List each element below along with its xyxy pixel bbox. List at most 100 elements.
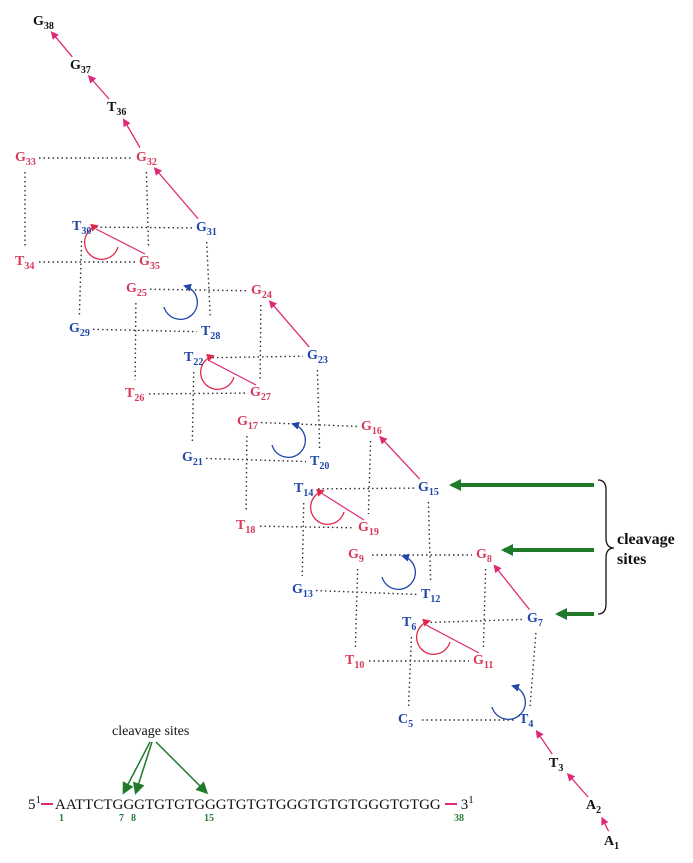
pair-line-g29-t28 xyxy=(92,328,198,333)
nucleotide-g37: G37 xyxy=(70,58,91,76)
three-prime-label: 3 xyxy=(460,797,469,813)
nucleotide-base: G xyxy=(292,582,303,597)
nucleotide-base: T xyxy=(549,756,559,771)
five-prime-mark: 1 xyxy=(35,794,42,806)
nucleotide-base: T xyxy=(107,100,117,115)
position-label-7: 7 xyxy=(119,813,124,824)
nucleotide-t36: T36 xyxy=(107,100,127,118)
nucleotide-g16: G16 xyxy=(361,420,382,437)
nucleotide-g23: G23 xyxy=(307,348,328,366)
nucleotide-g32: G32 xyxy=(136,150,157,168)
nucleotide-t10: T10 xyxy=(345,654,365,671)
nucleotide-number: 20 xyxy=(319,461,330,472)
cleavage-label-line1: cleavage xyxy=(617,531,675,548)
nucleotide-number: 26 xyxy=(134,393,145,404)
nucleotide-number: 3 xyxy=(558,763,564,774)
curl-arrow-g17 xyxy=(271,421,306,458)
pair-line-g8-g11 xyxy=(482,568,487,648)
nucleotide-number: 15 xyxy=(428,487,439,498)
nucleotide-number: 32 xyxy=(146,157,157,168)
nucleotide-number: 37 xyxy=(80,65,91,76)
pair-line-g7-t4 xyxy=(529,632,537,707)
nucleotide-base: G xyxy=(473,653,484,668)
nucleotide-base: G xyxy=(70,58,81,73)
backbone-arrow-g7-g8 xyxy=(493,564,531,611)
nucleotide-number: 18 xyxy=(245,525,256,536)
pair-line-g31-t28 xyxy=(205,241,212,319)
nucleotide-number: 30 xyxy=(81,226,92,237)
nucleotide-base: T xyxy=(421,587,431,602)
backbone-arrow-g31-g32 xyxy=(153,167,199,220)
nucleotide-t3: T3 xyxy=(549,756,564,774)
nucleotide-base: A xyxy=(604,834,615,849)
nucleotide-g21: G21 xyxy=(182,451,203,468)
backbone-arrow-g37-g38 xyxy=(50,31,73,58)
nucleotide-number: 36 xyxy=(116,107,127,118)
nucleotide-number: 14 xyxy=(303,488,314,499)
pair-line-t6-g7 xyxy=(425,618,524,624)
pair-line-t30-g29 xyxy=(78,240,83,316)
position-label-15: 15 xyxy=(204,813,214,824)
nucleotide-number: 4 xyxy=(528,719,534,730)
nucleotide-base: G xyxy=(136,150,147,165)
position-label-1: 1 xyxy=(59,813,64,824)
nucleotide-base: G xyxy=(139,254,150,269)
curl-arrow-g9 xyxy=(381,553,416,590)
nucleotide-t28: T28 xyxy=(201,325,220,342)
nucleotide-number: 13 xyxy=(302,589,313,600)
nucleotide-number: 25 xyxy=(136,288,147,299)
nucleotide-base: T xyxy=(519,712,529,727)
nucleotide-number: 10 xyxy=(354,660,365,671)
nucleotide-number: 7 xyxy=(537,618,543,629)
nucleotide-g35: G35 xyxy=(139,254,160,272)
pair-line-t14-g15 xyxy=(317,487,415,490)
nucleotide-t14: T14 xyxy=(294,481,314,499)
inner-strand-line-g11 xyxy=(425,624,480,654)
nucleotide-g7: G7 xyxy=(527,612,543,629)
position-label-38: 38 xyxy=(454,813,464,824)
nucleotide-number: 2 xyxy=(596,805,602,816)
nucleotide-g24: G24 xyxy=(251,283,272,301)
seq-cleavage-arrow-15 xyxy=(155,741,209,795)
pair-line-g23-t20 xyxy=(316,369,321,449)
nucleotide-t26: T26 xyxy=(125,387,145,404)
nucleotide-base: G xyxy=(358,520,369,535)
pair-line-g16-g19 xyxy=(367,440,372,515)
nucleotide-base: G xyxy=(196,220,207,235)
nucleotide-g11: G11 xyxy=(473,653,493,671)
nucleotide-base: G xyxy=(476,547,487,562)
pair-line-g32-g35 xyxy=(145,171,150,249)
seq-cleavage-arrow-8 xyxy=(133,741,153,795)
nucleotide-a2: A2 xyxy=(586,798,602,816)
nucleotide-number: 27 xyxy=(260,392,271,403)
nucleotide-base: A xyxy=(586,798,597,813)
nucleotide-g8: G8 xyxy=(476,547,492,565)
three-prime-mark: 1 xyxy=(468,794,474,806)
curl-arrow-bottom xyxy=(491,683,526,720)
nucleotide-number: 34 xyxy=(24,261,35,272)
nucleotide-t6: T6 xyxy=(402,616,417,633)
nucleotide-g33: G33 xyxy=(15,150,36,168)
nucleotide-number: 1 xyxy=(614,841,620,852)
nucleotide-g31: G31 xyxy=(196,220,217,238)
pair-line-t30-g31 xyxy=(95,226,193,229)
nucleotide-number: 6 xyxy=(411,622,417,633)
pair-line-g13-t12 xyxy=(315,589,418,596)
inner-strand-line-g19 xyxy=(317,490,365,521)
nucleotide-number: 24 xyxy=(261,290,272,301)
nucleotide-base: G xyxy=(15,150,26,165)
nucleotide-base: G xyxy=(307,348,318,363)
nucleotide-base: T xyxy=(72,219,82,234)
nucleotide-number: 17 xyxy=(247,421,258,432)
backbone-arrow-g23-g24 xyxy=(268,300,310,348)
pair-line-t6-c5 xyxy=(407,636,413,707)
curl-arrow-t22 xyxy=(200,353,235,390)
nucleotide-base: T xyxy=(294,481,304,496)
five-prime-dash xyxy=(41,797,55,814)
backbone-arrow-a2-t3 xyxy=(566,773,589,798)
pair-line-t22-g23 xyxy=(207,355,304,359)
nucleotide-base: G xyxy=(251,283,262,298)
nucleotide-number: 8 xyxy=(486,554,492,565)
